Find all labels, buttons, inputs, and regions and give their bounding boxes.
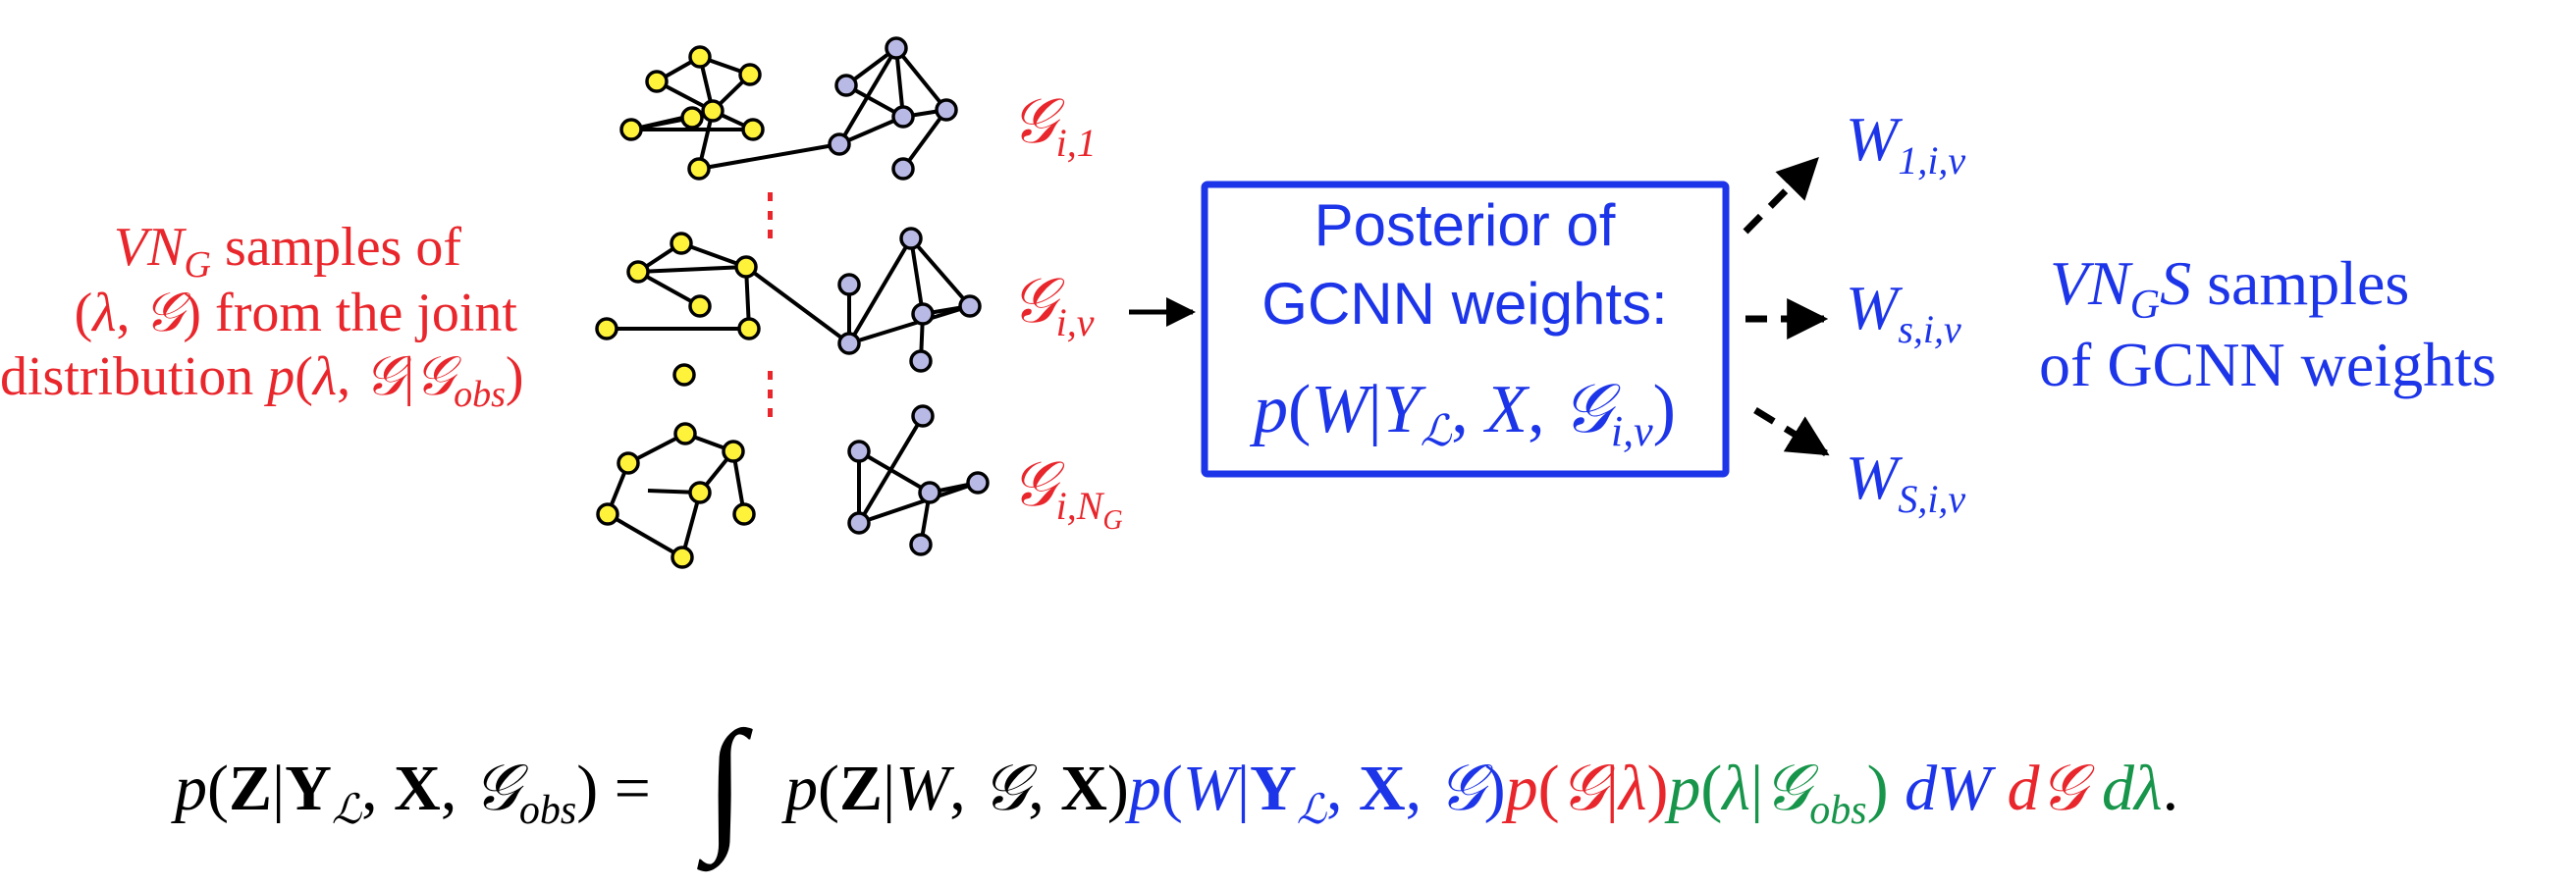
graph-label-N: 𝒢i,NG bbox=[1011, 448, 1123, 536]
right-label-line2: of GCNN weights bbox=[2039, 330, 2496, 399]
left-label: VNG samples of (λ, 𝒢) from the joint dis… bbox=[0, 217, 524, 415]
posterior-box: Posterior of GCNN weights: p(W|Yℒ, X, 𝒢i… bbox=[1201, 181, 1730, 478]
graph-sample-N-nodes bbox=[596, 404, 990, 569]
vertical-ellipsis-lower bbox=[768, 371, 773, 417]
output-labels: W1,i,v Ws,i,v WS,i,v bbox=[1846, 104, 1965, 521]
right-label-line1: VNGS samples bbox=[2050, 248, 2409, 328]
posterior-box-border bbox=[1201, 181, 1730, 478]
graph-labels: 𝒢i,1 𝒢i,v 𝒢i,NG bbox=[1011, 85, 1123, 536]
vertical-ellipsis-upper bbox=[768, 192, 773, 238]
graph-sample-v bbox=[607, 236, 972, 362]
graph-label-1: 𝒢i,1 bbox=[1011, 85, 1097, 165]
equation-integrand: p(Z|W, 𝒢, X)p(W|Yℒ, X, 𝒢)p(𝒢|λ)p(λ|𝒢obs)… bbox=[781, 750, 2178, 833]
integral-sign: ∫ bbox=[697, 702, 753, 872]
right-label: VNGS samples of GCNN weights bbox=[2039, 248, 2496, 399]
output-w1: W1,i,v bbox=[1846, 104, 1965, 183]
left-label-line3: distribution p(λ, 𝒢|𝒢obs) bbox=[0, 344, 524, 415]
left-label-line1: VNG samples of bbox=[114, 217, 461, 286]
output-arrows bbox=[1743, 157, 1830, 456]
graph-sample-v-nodes bbox=[595, 227, 982, 387]
arrow-to-wS bbox=[1753, 407, 1830, 456]
arrow-to-w1 bbox=[1743, 157, 1819, 235]
output-wS: WS,i,v bbox=[1846, 443, 1965, 521]
graph-label-v: 𝒢i,v bbox=[1011, 265, 1095, 344]
posterior-formula: p(W|Yℒ, X, 𝒢i,v) bbox=[1249, 368, 1676, 456]
left-label-line2: (λ, 𝒢) from the joint bbox=[75, 281, 518, 344]
graph-sample-1-nodes bbox=[619, 36, 958, 181]
posterior-title-line2: GCNN weights: bbox=[1261, 271, 1667, 337]
output-ws: Ws,i,v bbox=[1846, 273, 1961, 351]
equation-text: p(Z|Yℒ, X, 𝒢obs) = bbox=[171, 750, 651, 833]
marginal-equation: p(Z|Yℒ, X, 𝒢obs) = ∫ p(Z|W, 𝒢, X)p(W|Yℒ,… bbox=[171, 702, 2178, 872]
posterior-title-line1: Posterior of bbox=[1315, 192, 1616, 258]
